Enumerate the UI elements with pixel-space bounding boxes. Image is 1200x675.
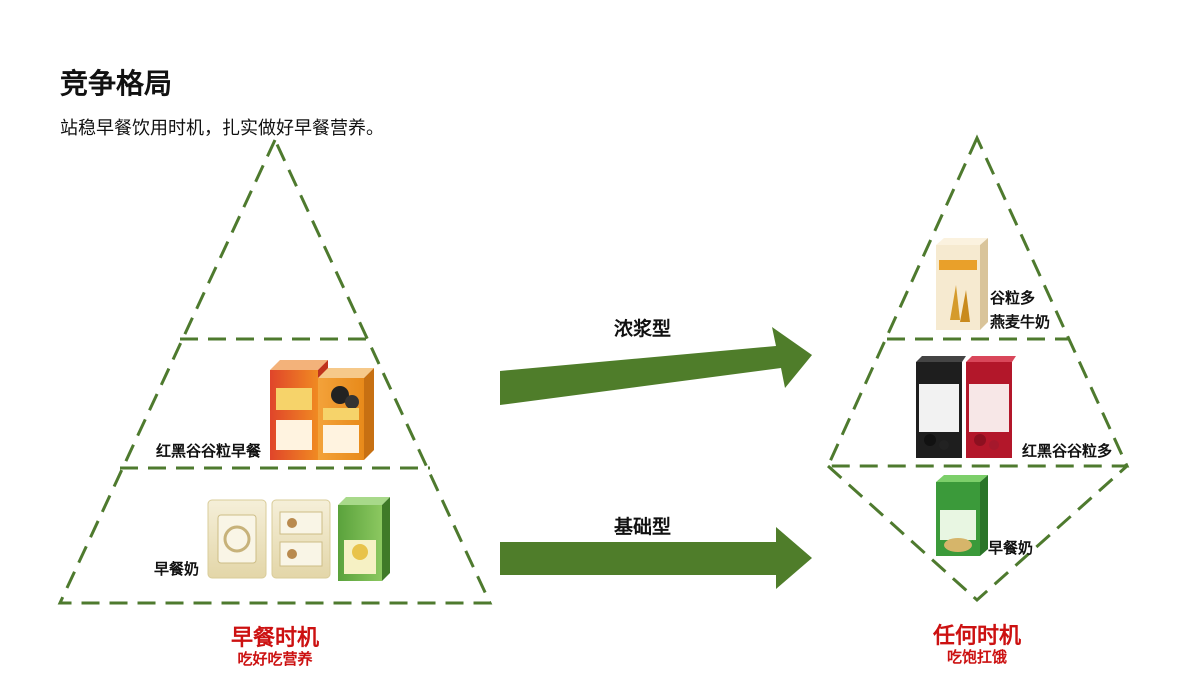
left-pyramid	[57, 136, 493, 605]
page-subtitle: 站稳早餐饮用时机，扎实做好早餐营养。	[60, 118, 384, 139]
right-pyramid	[825, 134, 1130, 603]
right-tier-middle-label: 红黑谷谷粒多	[1022, 442, 1113, 460]
left-occasion-title: 早餐时机	[230, 626, 319, 651]
left-tier-bottom-label: 早餐奶	[154, 560, 200, 578]
right-tier-top-label: 谷粒多 燕麦牛奶	[990, 286, 1050, 334]
breakfast-milk-carton-right	[936, 475, 988, 556]
oat-milk-carton	[936, 238, 988, 330]
arrow-bottom-label: 基础型	[614, 516, 672, 538]
red-black-grain-cartons-right	[916, 356, 1016, 458]
right-occasion-sub: 吃饱扛饿	[946, 648, 1007, 666]
page-title: 竞争格局	[60, 67, 173, 100]
right-pyramid-upper-outline	[825, 134, 1130, 468]
right-tier-bottom-label: 早餐奶	[988, 539, 1034, 557]
left-pyramid-outline	[57, 136, 493, 605]
right-tier-top-label-line2: 燕麦牛奶	[990, 313, 1051, 331]
breakfast-milk-packs-left	[207, 497, 390, 581]
arrow-top-label: 浓浆型	[614, 318, 672, 340]
arrow-thick-top	[500, 327, 812, 405]
left-occasion-sub: 吃好吃营养	[237, 650, 313, 668]
arrow-thick-bottom	[500, 527, 812, 589]
right-occasion-title: 任何时机	[932, 624, 1021, 649]
red-black-grain-cartons	[270, 360, 374, 460]
left-tier-middle-label: 红黑谷谷粒早餐	[156, 442, 262, 460]
right-pyramid-lower-outline	[826, 464, 1128, 603]
right-tier-top-label-line1: 谷粒多	[990, 289, 1036, 307]
